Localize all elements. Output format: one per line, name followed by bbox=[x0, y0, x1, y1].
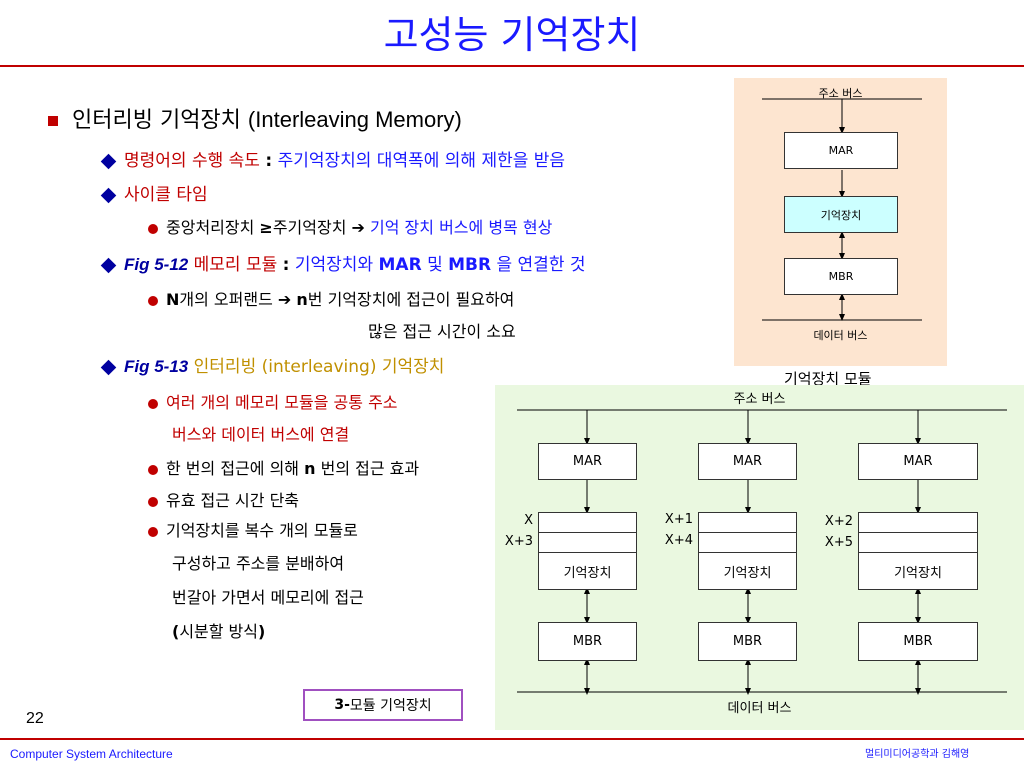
circle-bullet-icon bbox=[148, 398, 158, 409]
slide-title: 고성능 기억장치 bbox=[383, 13, 641, 57]
bullet-instruction-speed: 명령어의 수행 속도 : 주기억장치의 대역폭에 의해 제한을 받음 bbox=[100, 146, 565, 171]
bullet-n-access-effect: 한 번의 접근에 의해 n 번의 접근 효과 bbox=[148, 455, 419, 479]
address-label: X bbox=[524, 513, 533, 528]
interleaved-connectors bbox=[517, 409, 1007, 695]
footer-department: 멀티미디어공학과 김해영 bbox=[865, 749, 970, 760]
multi-module-line2: 구성하고 주소를 분배하여 bbox=[172, 554, 345, 573]
circle-bullet-icon bbox=[148, 526, 158, 537]
memory-box: 기억장치 bbox=[538, 552, 637, 590]
data-bus-label: 데이터 버스 bbox=[727, 701, 792, 716]
mar-box: MAR bbox=[538, 443, 637, 480]
circle-bullet-icon bbox=[148, 223, 158, 234]
page-number: 22 bbox=[26, 710, 44, 727]
memory-module-caption: 기억장치 모듈 bbox=[784, 370, 872, 388]
memory-box: 기억장치 bbox=[698, 552, 797, 590]
common-bus-continued: 버스와 데이터 버스에 연결 bbox=[172, 425, 350, 444]
mbr-box: MBR bbox=[784, 258, 898, 295]
mbr-box: MBR bbox=[698, 622, 797, 661]
data-bus-label: 데이터 버스 bbox=[813, 329, 868, 342]
bullet-effective-access: 유효 접근 시간 단축 bbox=[148, 487, 299, 511]
title-rule bbox=[0, 65, 1024, 67]
mar-box: MAR bbox=[784, 132, 898, 169]
memory-module-diagram: 주소 버스 MAR 기억장치 MBR 데이터 버스 bbox=[734, 78, 947, 366]
mbr-box: MBR bbox=[538, 622, 637, 661]
memory-word-slot bbox=[538, 532, 637, 553]
diamond-bullet-icon bbox=[100, 359, 117, 375]
memory-word-slot bbox=[858, 512, 978, 533]
mar-box: MAR bbox=[858, 443, 978, 480]
memory-word-slot bbox=[698, 512, 797, 533]
bullet-interleaving-memory: 인터리빙 기억장치 (Interleaving Memory) bbox=[48, 102, 462, 134]
circle-bullet-icon bbox=[148, 464, 158, 475]
mar-box: MAR bbox=[698, 443, 797, 480]
address-label: X+5 bbox=[824, 535, 853, 550]
access-time-note: 많은 접근 시간이 소요 bbox=[368, 322, 516, 341]
diamond-bullet-icon bbox=[100, 187, 117, 203]
bullet-n-operands: N개의 오퍼랜드 ➔ n번 기억장치에 접근이 필요하여 bbox=[148, 286, 514, 310]
address-label: X+3 bbox=[504, 534, 533, 549]
bullet-cpu-bottleneck: 중앙처리장치 ≥주기억장치 ➔ 기억 장치 버스에 병목 현상 bbox=[148, 214, 552, 238]
address-label: X+4 bbox=[664, 533, 693, 548]
address-label: X+2 bbox=[824, 514, 853, 529]
square-bullet-icon bbox=[48, 116, 58, 126]
memory-box: 기억장치 bbox=[858, 552, 978, 590]
interleaved-caption: 3-모듈 기억장치 bbox=[303, 689, 463, 721]
memory-module-connectors bbox=[762, 98, 922, 321]
mbr-box: MBR bbox=[858, 622, 978, 661]
footer-course: Computer System Architecture bbox=[10, 747, 173, 761]
bullet-fig-5-12: Fig 5-12 메모리 모듈 : 기억장치와 MAR 및 MBR 을 연결한 … bbox=[100, 250, 586, 275]
memory-word-slot bbox=[538, 512, 637, 533]
memory-word-slot bbox=[698, 532, 797, 553]
multi-module-line3: 번갈아 가면서 메모리에 접근 bbox=[172, 588, 364, 607]
interleaved-memory-diagram: 주소 버스 MAR X X+3 기억장치 MBR MAR X+1 X+4 기억장… bbox=[495, 385, 1024, 730]
memory-word-slot bbox=[858, 532, 978, 553]
footer-rule bbox=[0, 738, 1024, 740]
arrow-right-icon: ➔ bbox=[351, 218, 365, 237]
circle-bullet-icon bbox=[148, 295, 158, 306]
bullet-common-bus: 여러 개의 메모리 모듈을 공통 주소 bbox=[148, 389, 398, 413]
address-bus-label: 주소 버스 bbox=[818, 87, 863, 100]
bullet-multi-module: 기억장치를 복수 개의 모듈로 bbox=[148, 517, 358, 541]
arrow-right-icon: ➔ bbox=[277, 290, 292, 309]
address-label: X+1 bbox=[664, 512, 693, 527]
address-bus-label: 주소 버스 bbox=[733, 392, 786, 407]
multi-module-line4: (시분할 방식) bbox=[172, 622, 266, 641]
bullet-fig-5-13: Fig 5-13 인터리빙 (interleaving) 기억장치 bbox=[100, 352, 444, 377]
memory-box: 기억장치 bbox=[784, 196, 898, 233]
bullet-cycle-time: 사이클 타임 bbox=[100, 180, 208, 205]
diamond-bullet-icon bbox=[100, 153, 117, 169]
diamond-bullet-icon bbox=[100, 257, 117, 273]
circle-bullet-icon bbox=[148, 496, 158, 507]
